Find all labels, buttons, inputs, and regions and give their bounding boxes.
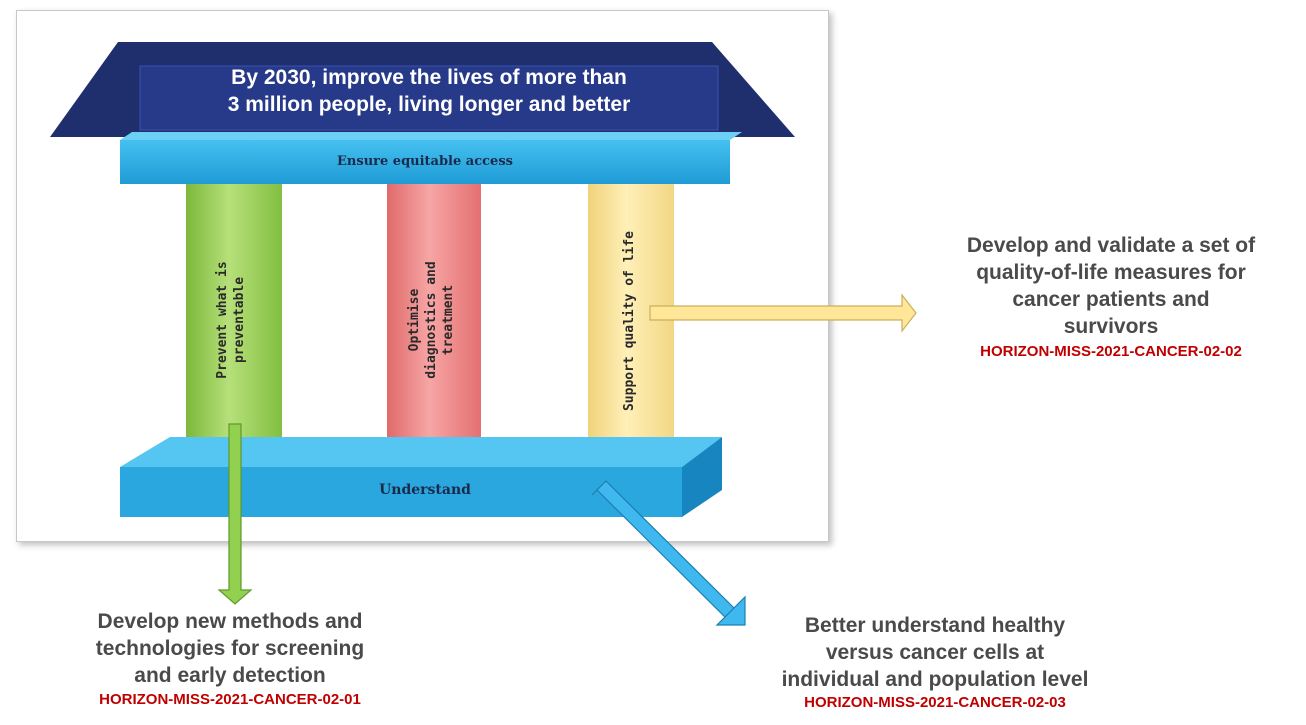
arrow-understand-head <box>715 595 746 626</box>
beam-top-face <box>120 132 742 140</box>
outcome-understand-code: HORIZON-MISS-2021-CANCER-02-03 <box>804 694 1066 711</box>
base-side-face <box>682 437 722 517</box>
roof-panel <box>139 65 719 131</box>
outcome-screening-text: Develop new methods and technologies for… <box>95 610 365 687</box>
outcome-screening-code: HORIZON-MISS-2021-CANCER-02-01 <box>99 691 361 708</box>
outcome-quality-text: Develop and validate a set of quality-of… <box>966 234 1256 338</box>
roof-line-1: By 2030, improve the lives of more than <box>231 66 627 89</box>
outcome-quality-code: HORIZON-MISS-2021-CANCER-02-02 <box>980 343 1242 360</box>
pillar-support-label: Support quality of life <box>622 231 637 412</box>
roof-goal-text: By 2030, improve the lives of more than … <box>140 64 718 118</box>
outcome-understand-text: Better understand healthy versus cancer … <box>781 614 1089 691</box>
pillar-prevent-label: Prevent what is preventable <box>215 261 247 379</box>
pillar-optimise-label: Optimise diagnostics and treatment <box>407 261 456 379</box>
arrow-quality <box>649 293 917 333</box>
base-label: Understand <box>379 482 471 498</box>
arrow-screening <box>217 423 253 605</box>
base-slab <box>120 467 682 517</box>
roof-line-2: 3 million people, living longer and bett… <box>227 93 631 116</box>
base-top-face <box>120 437 722 467</box>
beam <box>120 140 730 184</box>
beam-label: Ensure equitable access <box>337 154 513 169</box>
